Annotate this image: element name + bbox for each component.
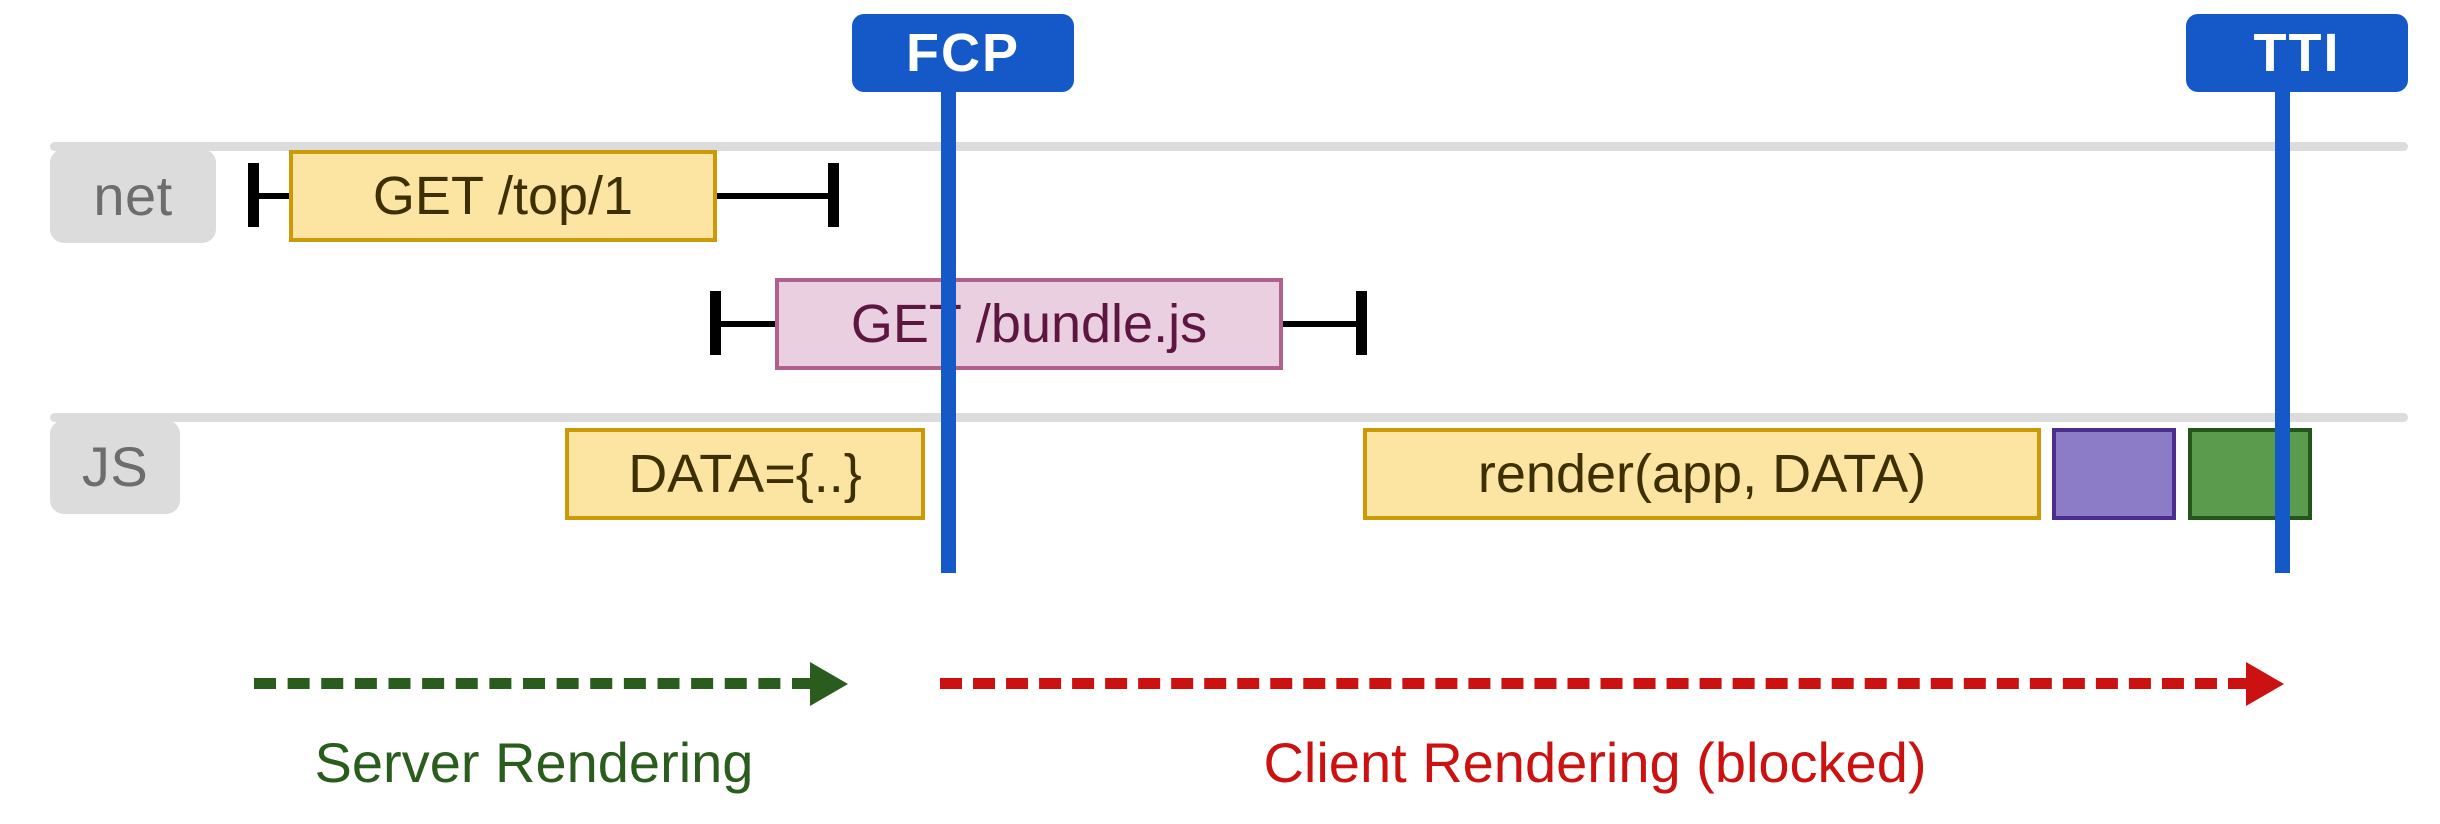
task-block-green[interactable] <box>2188 428 2312 520</box>
lane-separator-net <box>50 142 2408 151</box>
task-block-purple[interactable] <box>2052 428 2176 520</box>
server-phase-label: Server Rendering <box>314 731 754 794</box>
task-get-bundle[interactable]: GET /bundle.js <box>775 278 1283 370</box>
client-phase-arrow-line <box>940 678 2250 689</box>
task-data[interactable]: DATA={..} <box>565 428 925 520</box>
server-phase-arrow-line <box>254 678 814 689</box>
tti-marker-line <box>2275 78 2290 573</box>
get-bundle-end-cap <box>1356 291 1367 355</box>
fcp-marker-flag[interactable]: FCP <box>852 14 1074 92</box>
server-phase-arrow-head-icon <box>810 662 848 706</box>
lane-separator-js <box>50 413 2408 422</box>
tti-marker-flag[interactable]: TTI <box>2186 14 2408 92</box>
task-render[interactable]: render(app, DATA) <box>1363 428 2041 520</box>
get-bundle-start-cap <box>710 291 721 355</box>
fcp-marker-line <box>941 78 956 573</box>
get-top-start-cap <box>248 163 259 227</box>
lane-label-js: JS <box>50 420 180 514</box>
lane-label-net: net <box>50 149 216 243</box>
task-get-top[interactable]: GET /top/1 <box>289 150 717 242</box>
get-top-end-cap <box>828 163 839 227</box>
client-phase-label: Client Rendering (blocked) <box>1263 731 1927 794</box>
client-phase-arrow-head-icon <box>2246 662 2284 706</box>
